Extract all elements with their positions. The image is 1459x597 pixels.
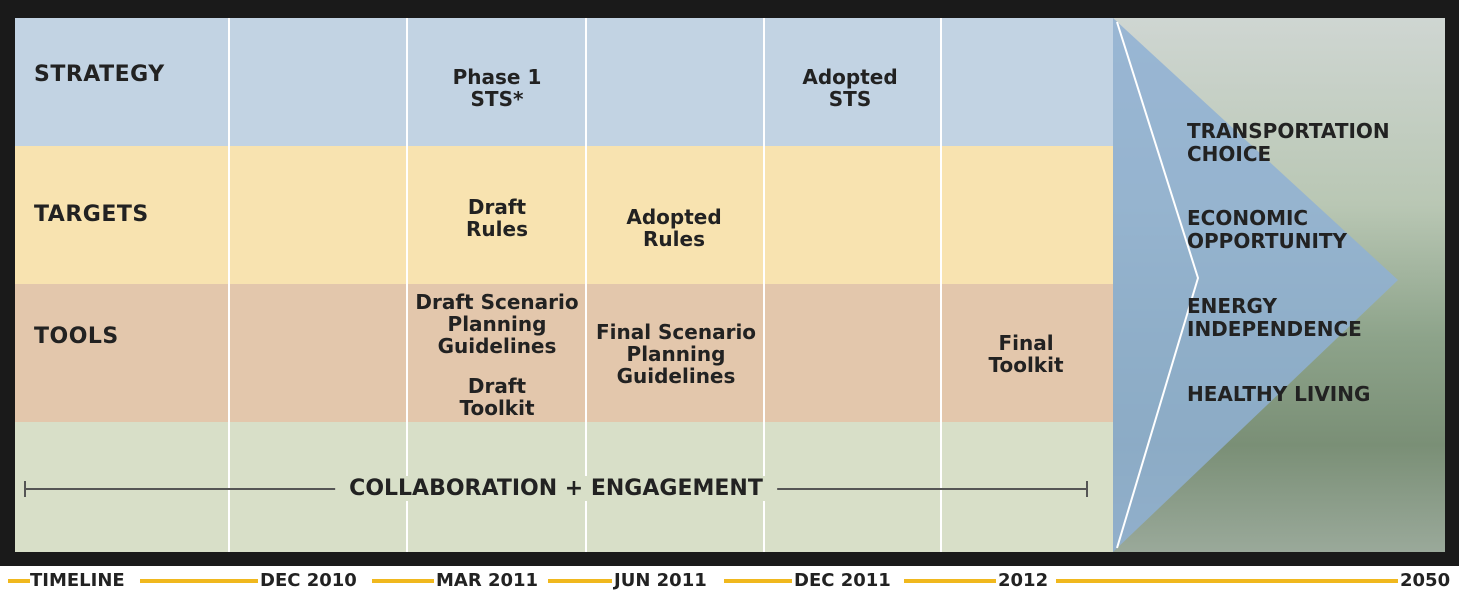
timeline-bar (904, 579, 996, 583)
outcome-energy-independence: ENERGY INDEPENDENCE (1187, 294, 1362, 341)
timeline-tick-jun-2011: JUN 2011 (614, 570, 707, 591)
strategy-band (15, 18, 1113, 146)
outcome-arrow (1113, 18, 1398, 552)
timeline-bar (372, 579, 434, 583)
collaboration-line-cap (24, 481, 26, 497)
column-divider (940, 18, 942, 552)
timeline-bar (724, 579, 792, 583)
collaboration-line-cap (1086, 481, 1088, 497)
timeline-bar (1056, 579, 1398, 583)
targets-band (15, 146, 1113, 284)
timeline-bar (548, 579, 612, 583)
adopted-sts: Adopted STS (802, 65, 898, 111)
phase1-sts: Phase 1 STS* (452, 65, 542, 111)
timeline-tick-dec-2011: DEC 2011 (794, 570, 891, 591)
timeline-tick-2012: 2012 (998, 570, 1049, 591)
timeline-label: TIMELINE (30, 570, 125, 591)
timeline-tick-mar-2011: MAR 2011 (436, 570, 539, 591)
row-label-tools: TOOLS (34, 324, 119, 349)
draft-scenario-planning-guidelines: Draft Scenario Planning Guidelines (415, 290, 579, 358)
draft-rules: Draft Rules (466, 195, 528, 241)
outcome-economic-opportunity: ECONOMIC OPPORTUNITY (1187, 206, 1348, 253)
adopted-rules: Adopted Rules (626, 205, 722, 251)
outcome-transportation-choice: TRANSPORTATION CHOICE (1187, 119, 1390, 166)
outcome-healthy-living: HEALTHY LIVING (1187, 382, 1371, 406)
timeline: TIMELINE DEC 2010 MAR 2011 JUN 2011 DEC … (0, 566, 1459, 597)
tools-band (15, 284, 1113, 422)
row-label-strategy: STRATEGY (34, 62, 165, 87)
timeline-tick-2050: 2050 (1400, 570, 1451, 591)
row-label-targets: TARGETS (34, 202, 149, 227)
column-divider (406, 18, 408, 552)
collaboration-label: COLLABORATION + ENGAGEMENT (335, 476, 777, 501)
timeline-bar (140, 579, 258, 583)
timeline-tick-dec-2010: DEC 2010 (260, 570, 357, 591)
draft-toolkit: Draft Toolkit (459, 374, 535, 420)
final-scenario-planning-guidelines: Final Scenario Planning Guidelines (595, 320, 757, 388)
timeline-bar (8, 579, 30, 583)
column-divider (585, 18, 587, 552)
column-divider (763, 18, 765, 552)
final-toolkit: Final Toolkit (988, 331, 1064, 377)
column-divider (228, 18, 230, 552)
